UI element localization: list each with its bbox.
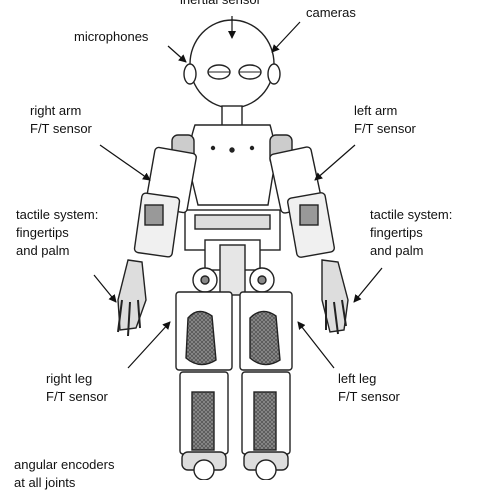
- label-left-leg-ft-line1: left leg: [338, 371, 377, 386]
- robot-diagram: inertial sensor cameras microphones righ…: [14, 0, 452, 490]
- label-right-leg-ft-line2: F/T sensor: [46, 389, 108, 404]
- label-left-arm-ft-line1: left arm: [354, 103, 398, 118]
- label-angular-encoders: angular encoders at all joints: [14, 456, 114, 492]
- robot-right-leg: [175, 291, 233, 480]
- label-angular-encoders-line1: angular encoders: [14, 457, 115, 472]
- annotation-arrows: [93, 16, 383, 369]
- tactile-right-arrow: [93, 274, 117, 303]
- left-leg-ft-arrow: [297, 321, 335, 369]
- label-tactile-left: tactile system: fingertips and palm: [370, 206, 452, 260]
- label-right-arm-ft: right arm F/T sensor: [30, 102, 92, 138]
- cameras-arrow: [271, 21, 301, 53]
- label-inertial-sensor: inertial sensor: [180, 0, 261, 9]
- label-left-arm-ft-line2: F/T sensor: [354, 121, 416, 136]
- robot-left-leg: [239, 291, 293, 480]
- robot-right-arm: [117, 134, 197, 337]
- right-arm-ft-arrow: [99, 144, 151, 181]
- label-angular-encoders-line2: at all joints: [14, 475, 76, 490]
- label-left-leg-ft: left leg F/T sensor: [338, 370, 400, 406]
- label-tactile-right-line2: fingertips: [16, 225, 69, 240]
- robot-head: [183, 19, 281, 127]
- label-tactile-right-line1: tactile system:: [16, 207, 99, 222]
- robot-illustration: [93, 16, 383, 480]
- label-tactile-right-line3: and palm: [16, 243, 70, 258]
- label-tactile-left-line2: fingertips: [370, 225, 423, 240]
- label-tactile-left-line3: and palm: [370, 243, 424, 258]
- robot-left-arm: [269, 134, 349, 335]
- right-leg-ft-arrow: [127, 321, 171, 369]
- label-left-leg-ft-line2: F/T sensor: [338, 389, 400, 404]
- label-cameras: cameras: [306, 5, 356, 20]
- label-tactile-right: tactile system: fingertips and palm: [16, 206, 98, 260]
- label-microphones: microphones: [74, 29, 149, 44]
- left-arm-ft-arrow: [314, 144, 356, 181]
- label-tactile-left-line1: tactile system:: [370, 207, 453, 222]
- tactile-left-arrow: [353, 267, 383, 303]
- label-right-arm-ft-line1: right arm: [30, 103, 82, 118]
- label-right-leg-ft-line1: right leg: [46, 371, 93, 386]
- microphones-arrow: [167, 45, 187, 63]
- label-right-leg-ft: right leg F/T sensor: [46, 370, 108, 406]
- label-left-arm-ft: left arm F/T sensor: [354, 102, 416, 138]
- label-right-arm-ft-line2: F/T sensor: [30, 121, 92, 136]
- robot-torso: [184, 124, 281, 296]
